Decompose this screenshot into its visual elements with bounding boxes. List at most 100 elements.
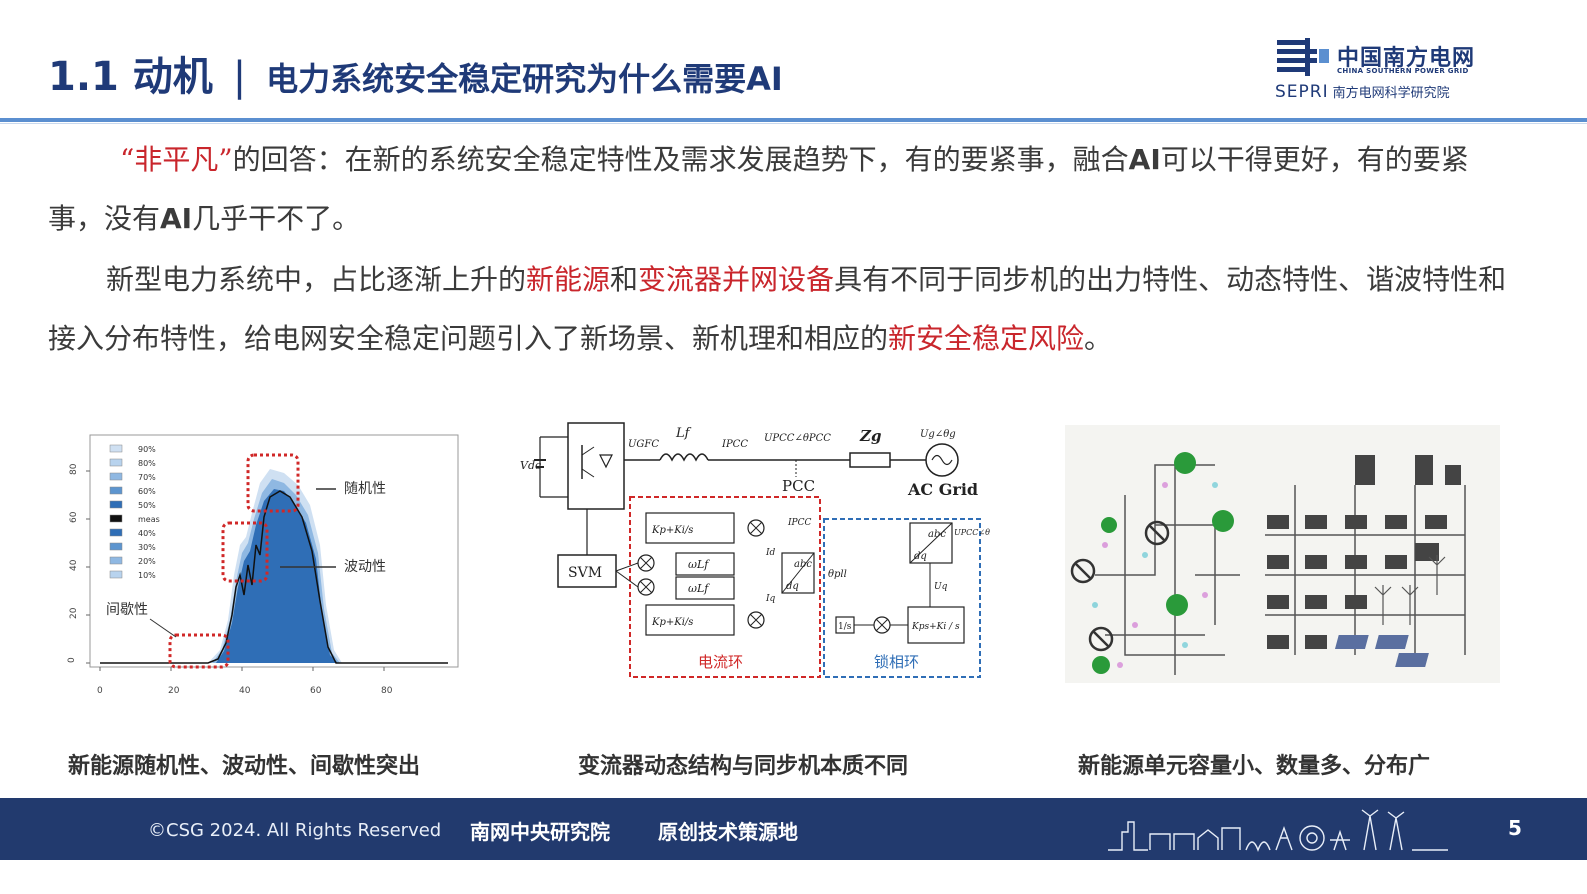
highlight-converters: 变流器并网设备 — [638, 263, 835, 296]
xtick-80: 80 — [381, 686, 393, 696]
para1-text-1: 的回答：在新的系统安全稳定特性及需求发展趋势下，有的要紧事，融合 — [232, 143, 1129, 176]
label-abc-2: abc — [928, 529, 946, 540]
title-subtitle: 电力系统安全稳定研究为什么需要AI — [266, 60, 783, 98]
label-intermittency: 间歇性 — [106, 602, 148, 618]
label-ug: Ug∠θg — [920, 429, 956, 440]
ytick-20: 20 — [69, 607, 79, 619]
para1-ai-2: AI — [160, 202, 193, 235]
label-ipcc-2: IPCC — [787, 518, 811, 528]
header-divider — [0, 118, 1587, 122]
label-uq: Uq — [934, 582, 948, 592]
xtick-20: 20 — [168, 686, 180, 696]
slide-title: 1.1 动机 | 电力系统安全稳定研究为什么需要AI — [48, 44, 783, 102]
logo-institute-name: 南方电网科学研究院 — [1332, 86, 1450, 101]
para2-text-3: 具有不同于同步机的出力特性、动态特性、谐波特性和接入分布特性，给电网安全稳定问题… — [48, 263, 1507, 355]
label-theta-pll: θpll — [828, 569, 847, 580]
label-ipcc: IPCC — [721, 439, 748, 450]
caption-distribution: 新能源单元容量小、数量多、分布广 — [1078, 754, 1431, 779]
title-number: 1.1 动机 — [48, 54, 213, 100]
wind-turbine-icons — [1374, 555, 1446, 625]
para2-text-4: 。 — [1084, 322, 1113, 355]
legend-30: 30% — [138, 543, 156, 552]
label-upcc: UPCC∠θPCC — [764, 433, 831, 444]
title-separator: | — [232, 54, 247, 100]
legend-20: 20% — [138, 557, 156, 566]
xtick-0: 0 — [97, 686, 103, 696]
legend-90: 90% — [138, 445, 156, 454]
pll-box — [823, 518, 981, 678]
legend-50: 50% — [138, 501, 156, 510]
label-pll: 锁相环 — [874, 653, 919, 671]
ytick-0: 0 — [67, 657, 77, 663]
label-fluctuation: 波动性 — [344, 559, 386, 575]
para2-text-2: 和 — [610, 263, 639, 296]
slide-header: 1.1 动机 | 电力系统安全稳定研究为什么需要AI 中国南方电网 CHINA … — [0, 0, 1587, 126]
legend-meas: meas — [138, 515, 160, 524]
power-skyline-icon — [1108, 809, 1448, 852]
label-dq-1: dq — [786, 581, 799, 592]
figure-renewable-output: 0 20 40 60 80 0 20 40 60 80 90% 80% 70% … — [58, 425, 468, 705]
logo-english-name: CHINA SOUTHERN POWER GRID — [1337, 67, 1469, 75]
xtick-40: 40 — [239, 686, 251, 696]
output-band-chart: 0 20 40 60 80 0 20 40 60 80 90% 80% 70% … — [67, 434, 459, 696]
para1-ai-1: AI — [1128, 143, 1161, 176]
slide-footer: ©CSG 2024. All Rights Reserved 南网中央研究院 原… — [0, 798, 1587, 860]
legend-40: 40% — [138, 529, 156, 538]
solar-panel-icons — [1334, 635, 1429, 667]
para1-text-3: 几乎干不了。 — [192, 202, 361, 235]
box-random — [246, 453, 300, 513]
label-vdc: Vdc — [520, 459, 541, 472]
current-loop-box — [629, 496, 821, 678]
wlf-block-2: ωLf — [688, 582, 710, 595]
label-current-loop: 电流环 — [698, 653, 743, 671]
footer-slogan-2: 原创技术策源地 — [658, 820, 798, 844]
label-pcc: PCC — [782, 477, 815, 495]
logo-chinese-name: 中国南方电网 — [1337, 46, 1476, 71]
paragraph-2: 新型电力系统中，占比逐渐上升的新能源和变流器并网设备具有不同于同步机的出力特性、… — [48, 250, 1518, 368]
logo-sepri-abbr: SEPRI — [1275, 82, 1329, 102]
csg-emblem-icon — [1277, 38, 1329, 76]
impedance-zg — [849, 452, 891, 468]
figure-converter-control: Vdc UGFC Lf IPCC UPCC∠θPCC Zg Ug∠θg PCC … — [520, 415, 1008, 685]
label-svm: SVM — [568, 565, 602, 581]
quote-nontrivial: “非平凡” — [120, 143, 233, 176]
pi-block-d: Kp+Ki/s — [651, 525, 693, 536]
legend-60: 60% — [138, 487, 156, 496]
band-inner — [216, 489, 338, 663]
page-number: 5 — [1508, 816, 1522, 840]
pi-block-q: Kp+Ki/s — [651, 617, 693, 628]
svm-block — [557, 554, 617, 588]
label-ugfc: UGFC — [628, 439, 659, 450]
figure-distributed-renewables — [1065, 425, 1500, 683]
label-lf: Lf — [675, 426, 692, 441]
inverter-block — [567, 422, 625, 510]
label-zg: Zg — [859, 427, 881, 445]
caption-renewable-output: 新能源随机性、波动性、间歇性突出 — [68, 754, 421, 779]
footer-copyright: ©CSG 2024. All Rights Reserved — [148, 820, 442, 841]
label-upcc-2: UPCC∠θPCC — [954, 528, 990, 537]
label-iq: Iq — [765, 594, 776, 604]
para1-text-2: 可以干得更好，有的要紧事，没有 — [48, 143, 1469, 235]
distributed-grid-map — [1070, 452, 1466, 675]
caption-converter: 变流器动态结构与同步机本质不同 — [578, 754, 909, 779]
inductor-lf — [659, 453, 709, 462]
xtick-60: 60 — [310, 686, 322, 696]
paragraph-1: “非平凡”的回答：在新的系统安全稳定特性及需求发展趋势下，有的要紧事，融合AI可… — [48, 130, 1518, 248]
legend-70: 70% — [138, 473, 156, 482]
footer-slogan-1: 南网中央研究院 — [470, 820, 610, 844]
ytick-60: 60 — [69, 511, 79, 523]
renewable-nodes — [1092, 452, 1234, 674]
legend-10: 10% — [138, 571, 156, 580]
label-id: Id — [765, 548, 776, 558]
para2-text-1: 新型电力系统中，占比逐渐上升的 — [106, 263, 527, 296]
pll-pi-block: Kps+Ki / s — [911, 622, 960, 632]
label-abc-1: abc — [794, 559, 812, 570]
highlight-new-risk: 新安全稳定风险 — [888, 322, 1085, 355]
ytick-80: 80 — [69, 463, 79, 475]
integrator-block: 1/s — [838, 622, 852, 632]
label-dq-2: dq — [914, 551, 927, 562]
highlight-renewables: 新能源 — [526, 263, 611, 296]
label-ac-grid: AC Grid — [907, 480, 978, 499]
legend-80: 80% — [138, 459, 156, 468]
